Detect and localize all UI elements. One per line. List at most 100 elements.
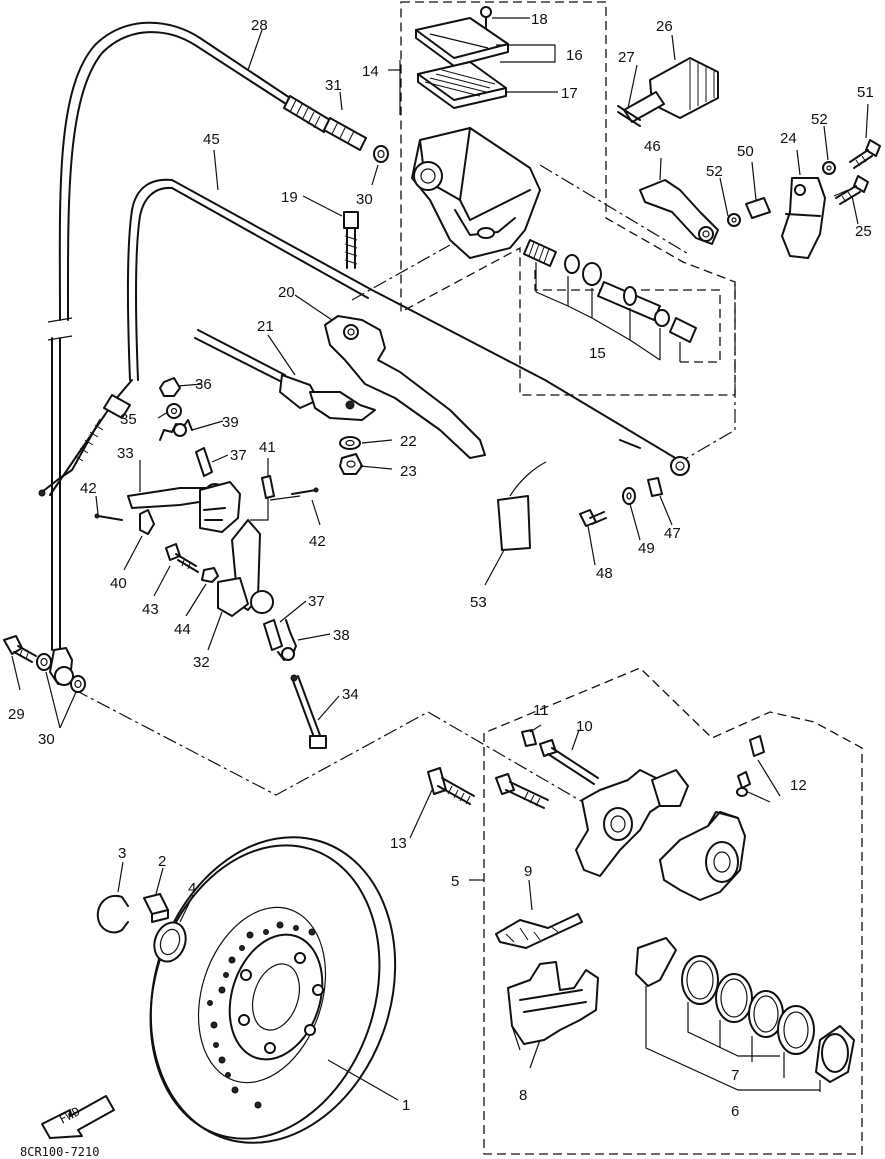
- callout-5: 5: [451, 873, 459, 890]
- callout-36: 36: [195, 376, 212, 393]
- drawing-code: 8CR100-7210: [20, 1145, 99, 1159]
- callout-18: 18: [531, 11, 548, 28]
- disc-bolt-holes: [238, 952, 324, 1054]
- connector-lever-to-master: [351, 244, 451, 301]
- banjo-fitting: [49, 647, 74, 686]
- callout-32: 32: [193, 654, 210, 671]
- callout-31: 31: [325, 77, 342, 94]
- callout-22: 22: [400, 433, 417, 450]
- connector-cable-to-caliper: [74, 689, 601, 813]
- caliper-boundary: [483, 667, 863, 1155]
- brake-disc-1: [149, 836, 397, 1144]
- callout-37-upper: 37: [230, 447, 247, 464]
- pin-41: [261, 475, 275, 499]
- callout-41: 41: [259, 439, 276, 456]
- callout-39: 39: [222, 414, 239, 431]
- throttle-cable-45: [127, 178, 683, 463]
- piston-kit-bracket: [534, 270, 721, 363]
- callout-34: 34: [342, 686, 359, 703]
- callout-44: 44: [174, 621, 191, 638]
- callout-51: 51: [857, 84, 874, 101]
- callout-45: 45: [203, 131, 220, 148]
- washer-4: [153, 921, 187, 963]
- callout-20: 20: [278, 284, 295, 301]
- pad-spring-9: [495, 913, 583, 949]
- callout-13: 13: [390, 835, 407, 852]
- piston-seal-kit-6-7: [635, 937, 855, 1083]
- pin-37-bottom: [263, 619, 283, 651]
- reservoir-cap-16: [415, 17, 509, 67]
- cable-21-b: [194, 337, 283, 383]
- brake-cable-28-outer: [66, 31, 287, 321]
- callout-43: 43: [142, 601, 159, 618]
- bolt-29: [3, 635, 37, 663]
- cable-21: [197, 329, 286, 376]
- callout-8: 8: [519, 1087, 527, 1104]
- callout-4: 4: [188, 880, 196, 897]
- cable-adjuster-31: [283, 95, 367, 151]
- bolt-caliper-pin: [495, 773, 549, 809]
- bolt-13: [427, 767, 475, 805]
- bolt-43: [165, 543, 199, 573]
- rod-34: [290, 674, 327, 749]
- caliper-body: [659, 811, 746, 901]
- bolt-51: [849, 139, 881, 169]
- washer-30-top: [373, 145, 389, 163]
- collar-47: [647, 477, 663, 497]
- callout-33: 33: [117, 445, 134, 462]
- key-2: [143, 893, 169, 923]
- callout-25: 25: [855, 223, 872, 240]
- callout-11: 11: [533, 702, 549, 719]
- spring-39: [159, 419, 193, 441]
- callout-6: 6: [731, 1103, 739, 1120]
- pivot-bolt-19: [343, 211, 359, 269]
- callout-10: 10: [576, 718, 593, 735]
- callout-26: 26: [656, 18, 673, 35]
- callout-23: 23: [400, 463, 417, 480]
- washer-35: [166, 403, 182, 419]
- pin-50: [745, 197, 771, 219]
- callout-14: 14: [362, 63, 379, 80]
- cap-leader: [496, 44, 556, 63]
- callout-46: 46: [644, 138, 661, 155]
- brake-cable-28: [58, 21, 291, 321]
- circlip-3: [96, 894, 129, 934]
- washer-30-a: [36, 653, 52, 671]
- screw-42-left: [94, 513, 123, 521]
- callout-52-right: 52: [811, 111, 828, 128]
- callout-42-left: 42: [80, 480, 97, 497]
- callout-3: 3: [118, 845, 126, 862]
- washer-22: [339, 436, 361, 450]
- pin-37-top: [195, 447, 213, 477]
- seal-leader-lines: [645, 986, 821, 1092]
- connector-cable-to-pump: [679, 284, 736, 463]
- callout-29: 29: [8, 706, 25, 723]
- pedal-arm-33: [199, 481, 241, 533]
- callout-49: 49: [638, 540, 655, 557]
- callout-7: 7: [731, 1067, 739, 1084]
- bleed-screw-12: [736, 735, 765, 797]
- callout-27: 27: [618, 49, 635, 66]
- switch-26: [623, 57, 719, 123]
- spring-38: [277, 619, 297, 661]
- nut-44: [201, 567, 219, 583]
- callout-42-right: 42: [309, 533, 326, 550]
- callout-50: 50: [737, 143, 754, 160]
- callout-47: 47: [664, 525, 681, 542]
- callout-30-top: 30: [356, 191, 373, 208]
- bolt-48: [579, 509, 607, 527]
- bracket-24: [781, 177, 826, 259]
- brake-lever-20: [324, 315, 486, 459]
- callout-15: 15: [589, 345, 606, 362]
- screw-42-right: [291, 487, 319, 495]
- washer-30-b: [70, 675, 86, 693]
- cable-45-end-fitting: [38, 394, 131, 497]
- callout-38: 38: [333, 627, 350, 644]
- washer-52-right: [822, 161, 836, 175]
- leader-lines: [11, 29, 869, 1101]
- callout-9: 9: [524, 863, 532, 880]
- screw-18: [480, 6, 492, 29]
- callout-24: 24: [780, 130, 797, 147]
- washer-49: [622, 487, 636, 505]
- callout-12: 12: [790, 777, 807, 794]
